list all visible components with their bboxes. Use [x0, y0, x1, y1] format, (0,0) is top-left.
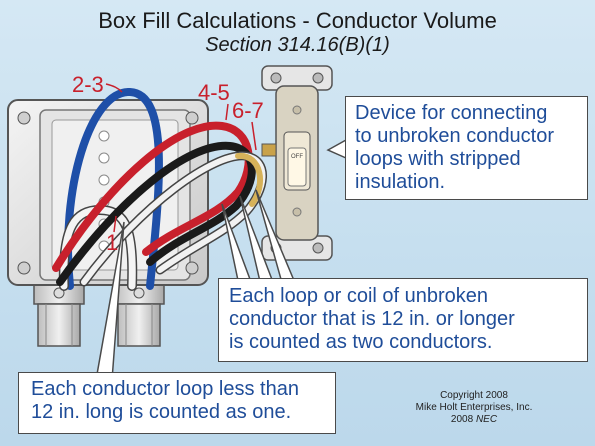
switch-device: OFF	[261, 65, 333, 261]
cable-connector-right	[113, 281, 165, 347]
title-line-2: Section 314.16(B)(1)	[205, 34, 390, 56]
callout-line: Device for connecting	[355, 102, 548, 124]
red-wire-loop	[52, 121, 253, 272]
wire-label-1: 1	[106, 230, 119, 255]
wire-label-2-3: 2-3	[72, 72, 104, 97]
callout-line: Each conductor loop less than	[31, 378, 299, 400]
wire-label-4-5: 4-5	[198, 80, 230, 105]
callout-line: 12 in. long is counted as one.	[31, 401, 292, 423]
copyright-line: Copyright 2008	[440, 390, 508, 401]
callout-line: to unbroken conductor	[355, 125, 555, 147]
copyright-code: NEC	[475, 414, 498, 425]
cable-connector-left	[33, 281, 85, 347]
callout-line: conductor that is 12 in. or longer	[229, 308, 515, 330]
callout-line: loops with stripped	[355, 148, 521, 170]
copyright-year: 2008	[450, 414, 476, 425]
callout-line: Each loop or coil of unbroken	[229, 285, 489, 307]
title-line-1: Box Fill Calculations - Conductor Volume	[98, 8, 497, 33]
switch-off-label: OFF	[291, 154, 303, 160]
stripped-copper-section	[235, 153, 263, 207]
callout-line: is counted as two conductors.	[229, 331, 493, 353]
copyright-line: Mike Holt Enterprises, Inc.	[415, 402, 533, 413]
copyright-notice: Copyright 2008 Mike Holt Enterprises, In…	[384, 390, 564, 426]
device-callout: Device for connecting to unbroken conduc…	[345, 96, 588, 200]
callout-line: insulation.	[355, 171, 446, 193]
copyright-line: 2008 NEC	[384, 414, 564, 426]
loop-callout: Each loop or coil of unbroken conductor …	[218, 278, 588, 362]
single-loop-callout: Each conductor loop less than 12 in. lon…	[18, 372, 336, 434]
wire-label-6-7: 6-7	[232, 98, 264, 123]
conductor-wires	[52, 87, 267, 291]
label-pointers	[105, 83, 257, 233]
